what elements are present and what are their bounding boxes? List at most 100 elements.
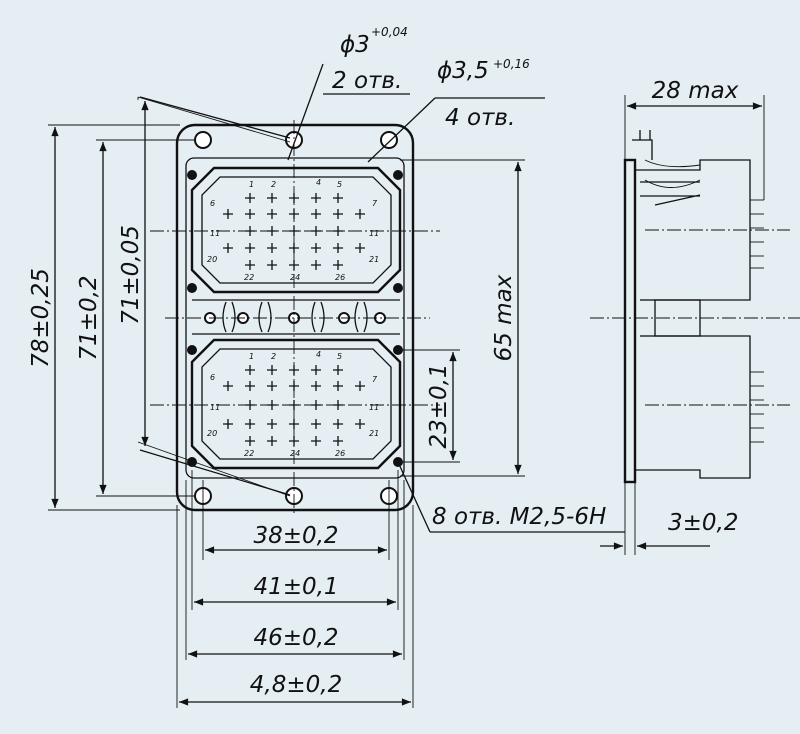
pin-label: 1 (249, 352, 254, 361)
contact-cross (245, 436, 255, 446)
contact-cross (245, 400, 255, 410)
contact-cross (333, 436, 343, 446)
callout-small-tol: +0,04 (371, 25, 408, 39)
pin-label: 20 (207, 429, 217, 438)
contact-cross (289, 226, 299, 236)
lower-contact-field (223, 365, 365, 446)
contact-cross (267, 365, 277, 375)
contact-cross (333, 193, 343, 203)
pin-label: 21 (369, 255, 379, 264)
contact-cross (311, 419, 321, 429)
contact-cross (333, 260, 343, 270)
pin-label: 4 (316, 178, 321, 187)
contact-cross (223, 209, 233, 219)
contact-cross (289, 260, 299, 270)
dim-46: 46±0,2 (253, 625, 338, 651)
contact-cross (333, 226, 343, 236)
contact-cross (311, 436, 321, 446)
pin-label: 20 (207, 255, 217, 264)
contact-cross (355, 419, 365, 429)
bottom-dimensions: 38±0,2 41±0,1 46±0,2 4,8±0,2 8 отв. М2,5… (139, 449, 625, 708)
thread-hole (393, 345, 403, 355)
callout-large-count: 4 отв. (445, 105, 515, 131)
contact-cross (289, 209, 299, 219)
dim-41: 41±0,1 (253, 574, 338, 600)
callout-small-count: 2 отв. (332, 68, 402, 94)
dim-71a: 71±0,2 (76, 275, 102, 360)
contact-cross (289, 436, 299, 446)
contact-cross (289, 243, 299, 253)
front-view: 1 2 4 5 6 11 20 7 11 21 22 24 26 1 2 4 5… (150, 120, 440, 515)
lower-insert-inner (201, 348, 392, 460)
pin-label: 24 (290, 449, 300, 458)
contact-cross (267, 381, 277, 391)
contact-cross (333, 209, 343, 219)
contact-cross (245, 226, 255, 236)
top-callouts: ϕ3 +0,04 2 отв. ϕ3,5 +0,16 4 отв. (139, 25, 545, 163)
pin-label: 6 (210, 373, 215, 382)
upper-contact-field (223, 193, 365, 270)
lower-insert-outline (190, 338, 402, 470)
callout-large-dia: ϕ3,5 (437, 58, 489, 84)
dim-38: 38±0,2 (253, 523, 338, 549)
contact-cross (245, 193, 255, 203)
lower-pin-labels: 1 2 4 5 6 11 20 7 11 21 22 24 26 (207, 350, 379, 458)
contact-cross (267, 193, 277, 203)
contact-cross (333, 381, 343, 391)
contact-cross (267, 209, 277, 219)
contact-cross (311, 260, 321, 270)
pin-label: 26 (335, 449, 345, 458)
dim-48: 4,8±0,2 (250, 672, 342, 698)
middle-bridge (192, 299, 400, 335)
contact-cross (333, 243, 343, 253)
mount-hole (194, 131, 212, 149)
contact-cross (267, 400, 277, 410)
contact-cross (355, 209, 365, 219)
contact-cross (245, 243, 255, 253)
mount-hole (380, 131, 398, 149)
contact-cross (245, 419, 255, 429)
contact-cross (333, 365, 343, 375)
contact-cross (333, 400, 343, 410)
upper-insert-inner (201, 176, 392, 284)
dim-71b: 71±0,05 (118, 225, 144, 325)
thread-hole (187, 170, 197, 180)
contact-cross (311, 209, 321, 219)
pin-label: 22 (244, 449, 254, 458)
callout-thread: 8 отв. М2,5-6Н (432, 504, 606, 530)
contact-cross (289, 419, 299, 429)
pin-label: 5 (337, 352, 342, 361)
contact-cross (355, 381, 365, 391)
thread-hole (393, 283, 403, 293)
thread-hole (187, 345, 197, 355)
pin-label: 11 (210, 229, 220, 238)
pin-label: 21 (369, 429, 379, 438)
outer-flange (175, 123, 415, 512)
thread-hole (187, 283, 197, 293)
contact-cross (311, 381, 321, 391)
contact-cross (245, 260, 255, 270)
pin-label: 24 (290, 273, 300, 282)
contact-cross (223, 381, 233, 391)
contact-cross (289, 365, 299, 375)
contact-cross (311, 400, 321, 410)
pin-label: 26 (335, 273, 345, 282)
upper-insert-outline (190, 166, 402, 294)
contact-cross (311, 226, 321, 236)
pin-label: 4 (316, 350, 321, 359)
contact-cross (289, 193, 299, 203)
contact-cross (311, 365, 321, 375)
contact-cross (267, 436, 277, 446)
upper-pin-labels: 1 2 4 5 6 11 20 7 11 21 22 24 26 (207, 178, 379, 282)
contact-cross (267, 226, 277, 236)
side-view: 28 max 3±0,2 (590, 78, 800, 555)
contact-cross (267, 260, 277, 270)
pin-label: 11 (369, 403, 379, 412)
contact-cross (245, 365, 255, 375)
pin-label: 7 (372, 199, 378, 208)
pin-label: 6 (210, 199, 215, 208)
thread-hole (393, 170, 403, 180)
callout-small-dia: ϕ3 (340, 32, 370, 58)
pin-label: 1 (249, 180, 254, 189)
contact-cross (245, 381, 255, 391)
